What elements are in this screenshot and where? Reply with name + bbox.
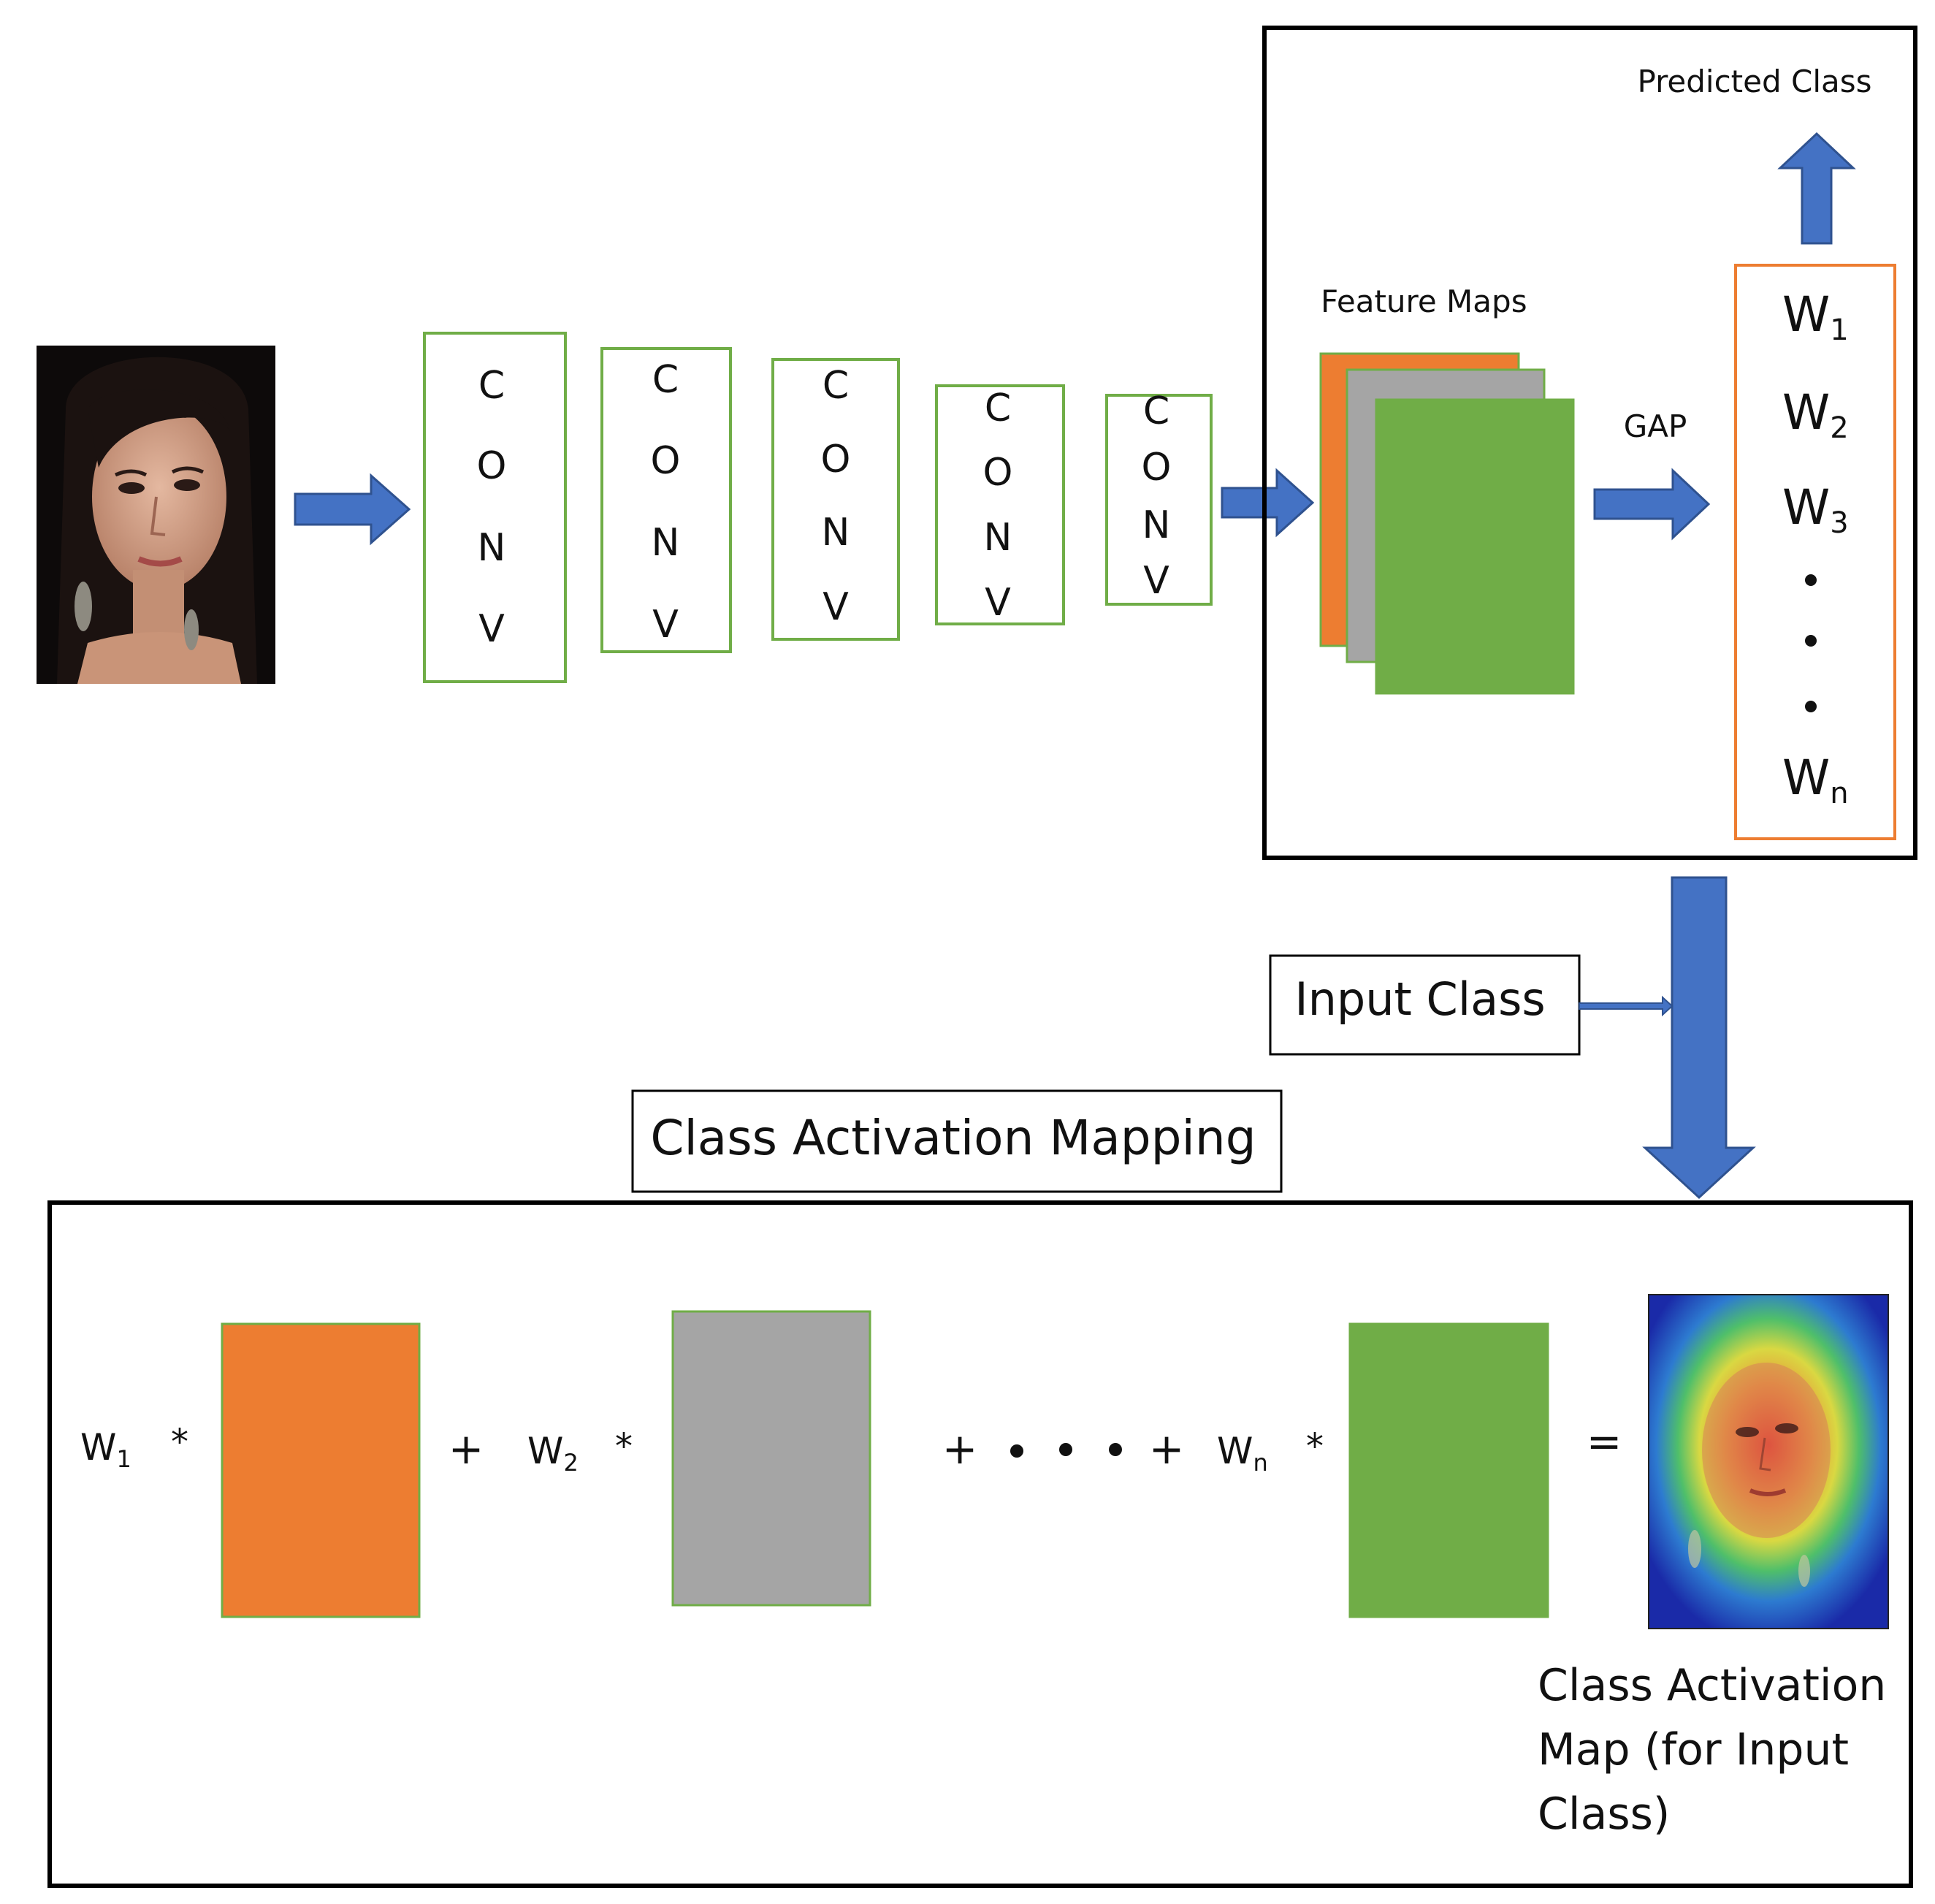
eq-map-gray bbox=[671, 1310, 871, 1607]
output-caption: Class Activation Map (for Input Class) bbox=[1538, 1660, 1900, 1840]
eq-times-2: * bbox=[615, 1426, 633, 1467]
arrow-down bbox=[1642, 876, 1756, 1200]
conv-letter: N bbox=[822, 511, 850, 555]
conv-block-2: C O N V bbox=[600, 347, 732, 653]
conv-letter: V bbox=[478, 607, 505, 651]
weight-w2: W2 bbox=[1782, 384, 1849, 445]
weights-ellipsis-dot bbox=[1805, 574, 1817, 586]
conv-block-1: C O N V bbox=[423, 332, 567, 683]
conv-letter: V bbox=[652, 603, 679, 647]
output-heatmap-image bbox=[1648, 1294, 1889, 1629]
eq-times-3: * bbox=[1306, 1426, 1324, 1467]
eq-w2: W2 bbox=[527, 1430, 579, 1477]
feature-map-green bbox=[1375, 398, 1575, 695]
weight-wn: Wn bbox=[1782, 750, 1849, 810]
predicted-class-label: Predicted Class bbox=[1637, 64, 1871, 99]
conv-letter: N bbox=[652, 521, 680, 565]
weight-w3: W3 bbox=[1782, 479, 1849, 540]
conv-letter: C bbox=[652, 358, 679, 402]
conv-letter: C bbox=[985, 386, 1011, 430]
output-caption-line: Class Activation bbox=[1538, 1660, 1886, 1711]
arrow-right-1 bbox=[294, 473, 411, 546]
conv-letter: N bbox=[478, 526, 506, 570]
conv-letter: O bbox=[1142, 446, 1172, 490]
feature-maps-stack bbox=[1319, 352, 1575, 695]
input-face-image bbox=[37, 346, 275, 684]
eq-plus-3: + bbox=[1149, 1424, 1185, 1474]
input-class-connector bbox=[1579, 995, 1673, 1017]
conv-letter: N bbox=[1142, 503, 1171, 547]
eq-wn: Wn bbox=[1217, 1430, 1268, 1477]
weight-w1: W1 bbox=[1782, 286, 1849, 347]
arrow-up bbox=[1777, 132, 1856, 245]
conv-letter: C bbox=[823, 364, 849, 408]
arrow-right-2 bbox=[1221, 468, 1315, 538]
conv-block-3: C O N V bbox=[771, 358, 900, 641]
eq-ellipsis-dot bbox=[1109, 1443, 1122, 1456]
conv-block-4: C O N V bbox=[935, 384, 1065, 625]
output-caption-line: Class) bbox=[1538, 1789, 1670, 1840]
eq-ellipsis-dot bbox=[1010, 1444, 1023, 1458]
conv-letter: C bbox=[478, 364, 505, 408]
conv-letter: O bbox=[651, 439, 681, 483]
eq-map-green bbox=[1348, 1322, 1549, 1618]
eq-equals: = bbox=[1587, 1417, 1622, 1466]
conv-letter: O bbox=[983, 451, 1013, 495]
eq-times-1: * bbox=[171, 1422, 188, 1463]
eq-plus-1: + bbox=[449, 1424, 484, 1474]
output-caption-line: Map (for Input bbox=[1538, 1724, 1849, 1775]
eq-ellipsis-dot bbox=[1059, 1443, 1072, 1456]
arrow-right-gap bbox=[1593, 468, 1711, 541]
conv-letter: O bbox=[477, 444, 507, 488]
conv-letter: N bbox=[984, 516, 1012, 560]
eq-w1: W1 bbox=[80, 1426, 131, 1473]
weights-ellipsis-dot bbox=[1805, 701, 1817, 712]
conv-letter: O bbox=[821, 438, 851, 481]
gap-label: GAP bbox=[1624, 408, 1687, 444]
network-head-frame bbox=[1262, 26, 1917, 860]
conv-letter: V bbox=[1143, 559, 1169, 603]
weights-ellipsis-dot bbox=[1805, 635, 1817, 647]
conv-letter: C bbox=[1143, 389, 1169, 433]
conv-letter: V bbox=[823, 585, 849, 629]
eq-map-orange bbox=[221, 1322, 421, 1618]
weights-box bbox=[1734, 264, 1896, 840]
input-class-label: Input Class bbox=[1294, 972, 1545, 1026]
feature-maps-label: Feature Maps bbox=[1321, 283, 1527, 319]
conv-block-5: C O N V bbox=[1105, 389, 1213, 606]
cam-frame bbox=[47, 1200, 1913, 1888]
cam-title: Class Activation Mapping bbox=[650, 1110, 1256, 1166]
cam-title-box bbox=[631, 1089, 1283, 1193]
conv-letter: V bbox=[985, 581, 1011, 625]
eq-plus-2: + bbox=[942, 1424, 978, 1474]
